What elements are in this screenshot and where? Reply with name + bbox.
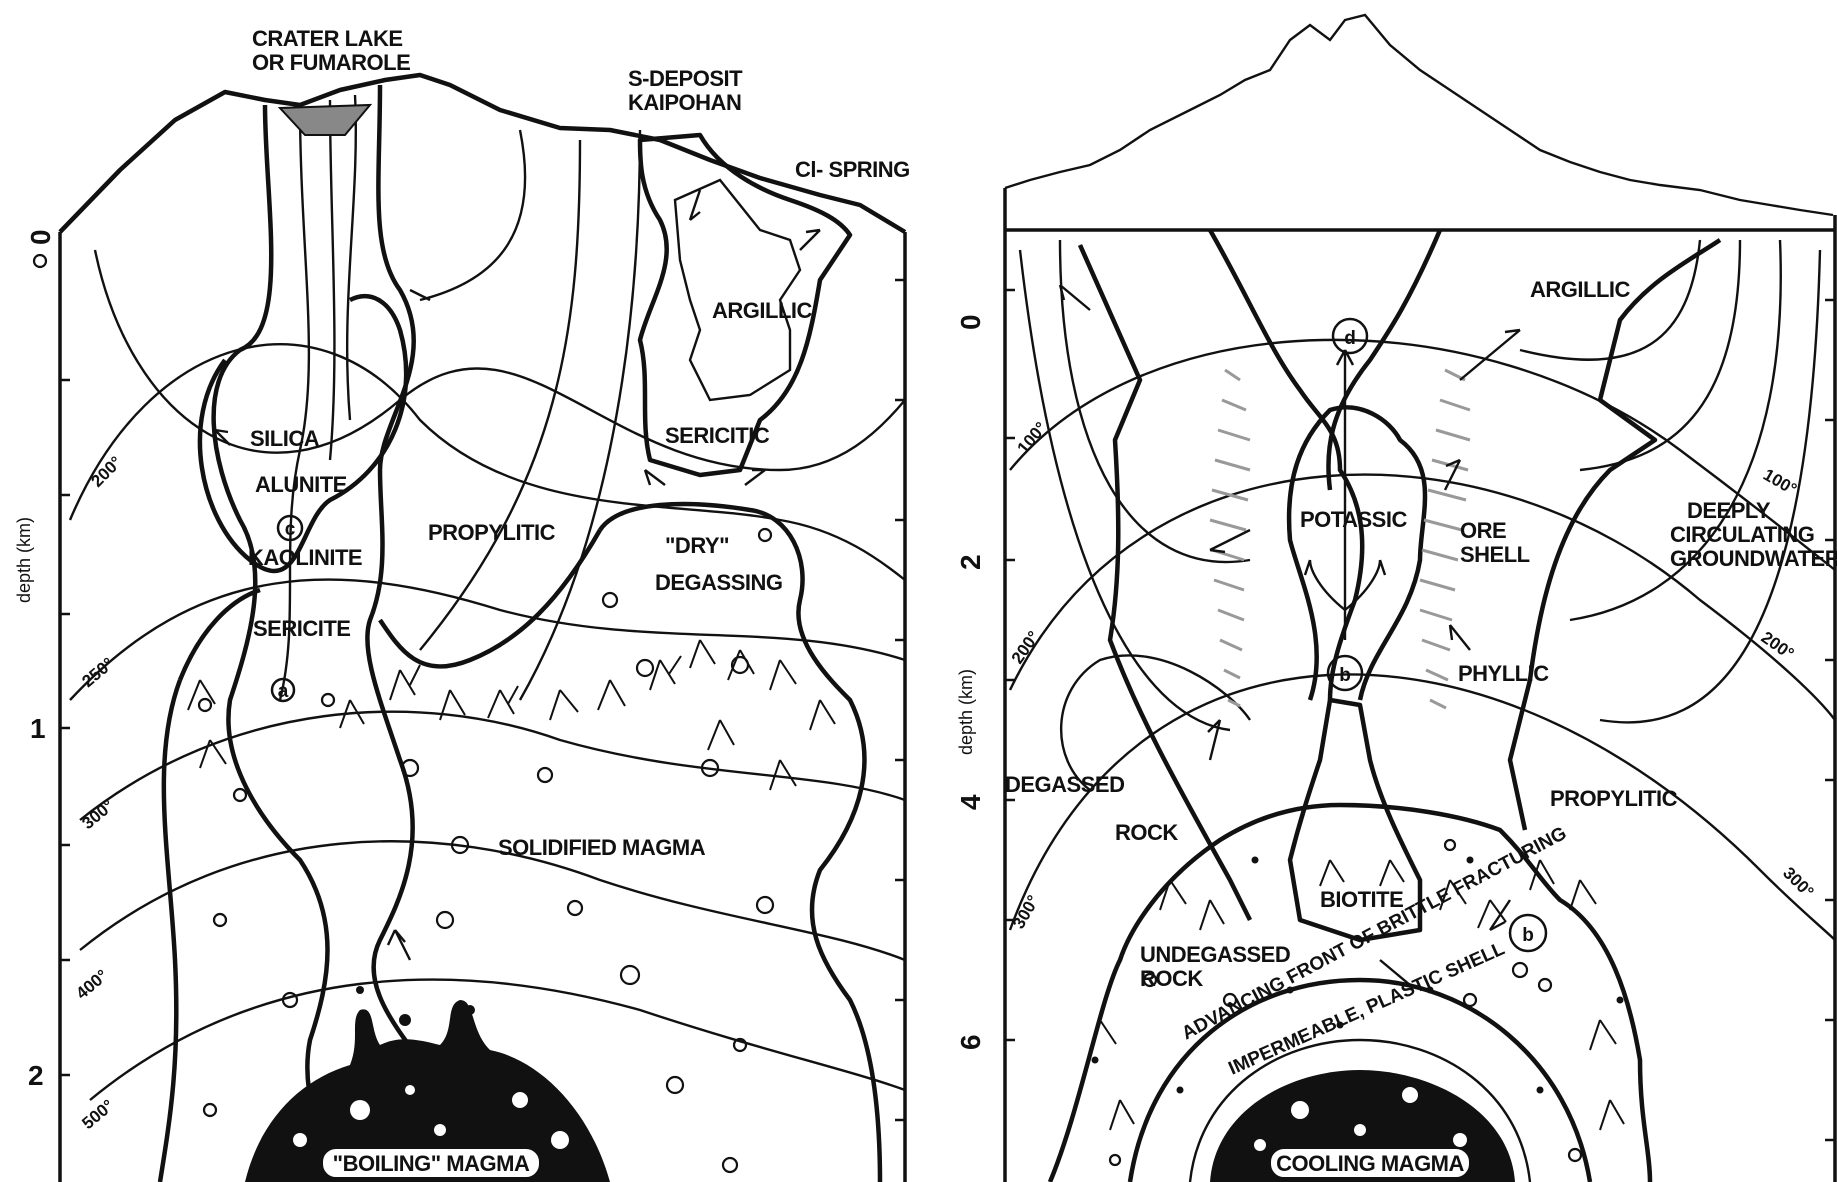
alunite-label: ALUNITE: [255, 472, 347, 497]
right-isotherm-300-left: 300°: [1009, 892, 1043, 932]
left-frame: [60, 232, 905, 1182]
deeply-circulating-label-2: CIRCULATING: [1670, 522, 1814, 547]
sericitic-label: SERICITIC: [665, 423, 770, 448]
dry-label: "DRY": [665, 533, 729, 558]
left-isotherm: [70, 580, 905, 700]
left-isotherm: [80, 841, 905, 960]
left-tick-2: 2: [28, 1060, 44, 1091]
cl-spring-label: Cl- SPRING: [795, 157, 910, 182]
propylitic-label: PROPYLITIC: [428, 520, 556, 545]
right-mountain-peak: [1005, 15, 1833, 215]
crater-lake-label-2: OR FUMAROLE: [252, 50, 410, 75]
ore-shell-label-1: ORE: [1460, 518, 1506, 543]
rock-label: ROCK: [1115, 820, 1178, 845]
right-isotherm-300-right: 300°: [1779, 863, 1817, 901]
right-tick-2: 2: [955, 554, 986, 570]
svg-text:b: b: [1522, 925, 1534, 946]
silica-label: SILICA: [250, 426, 320, 451]
right-tick-4: 4: [955, 794, 986, 810]
left-argillic-inner: [675, 180, 800, 400]
left-conduit-inner: [280, 105, 309, 700]
left-flow-curve: [420, 140, 580, 650]
degassed-label: DEGASSED: [1005, 772, 1124, 797]
left-outer-boundary: [160, 680, 180, 1182]
right-axis-label: depth (km): [956, 669, 976, 755]
svg-text:c: c: [285, 519, 296, 540]
svg-text:b: b: [1339, 665, 1351, 686]
left-flow-curve: [420, 130, 525, 300]
left-isotherm-400: 400°: [72, 966, 111, 1003]
right-potassic-inner: [1289, 407, 1425, 700]
right-argillic-label: ARGILLIC: [1530, 277, 1630, 302]
potassic-label: POTASSIC: [1300, 507, 1407, 532]
left-conduit-inner: [330, 100, 334, 460]
right-flow-curve: [1061, 655, 1250, 790]
phyllic-label: PHYLLIC: [1458, 661, 1549, 686]
left-conduit-inner: [347, 95, 356, 420]
ore-shell-label-2: SHELL: [1460, 542, 1530, 567]
argillic-label: ARGILLIC: [712, 298, 812, 323]
solidified-magma-label: SOLIDIFIED MAGMA: [498, 835, 706, 860]
left-tick-0: 0: [25, 229, 56, 245]
right-tick-0: 0: [955, 314, 986, 330]
right-propylitic-label: PROPYLITIC: [1550, 786, 1678, 811]
right-flow-curve: [1020, 250, 1230, 730]
undegassed-label-2: ROCK: [1140, 966, 1203, 991]
right-isotherm-100-right: 100°: [1760, 465, 1800, 499]
left-isotherm: [80, 712, 905, 820]
left-conduit: [367, 85, 420, 1060]
marker-c: c: [278, 516, 302, 540]
marker-d: d: [1333, 319, 1367, 353]
marker-a: a: [272, 679, 294, 702]
right-isotherm-100-left: 100°: [1014, 418, 1051, 457]
kaolinite-label: KAOLINITE: [248, 545, 362, 570]
right-isotherm-200-left: 200°: [1008, 627, 1044, 667]
boiling-magma-label: "BOILING" MAGMA: [333, 1151, 530, 1176]
left-axis-label: depth (km): [14, 517, 34, 603]
cooling-magma-label: COOLING MAGMA: [1276, 1151, 1464, 1176]
left-conduit: [214, 105, 340, 1182]
s-deposit-label-1: S-DEPOSIT: [628, 66, 743, 91]
svg-text:d: d: [1344, 328, 1356, 349]
right-axis-ticks: [1005, 290, 1835, 1140]
left-isotherm-500: 500°: [78, 1096, 117, 1133]
left-isotherm-200: 200°: [87, 452, 125, 490]
degassing-label: DEGASSING: [655, 570, 783, 595]
left-volcano-surface: [60, 75, 905, 232]
left-tick-1: 1: [30, 713, 46, 744]
left-fractures: [188, 640, 835, 790]
right-flow-curve: [1060, 240, 1250, 562]
right-tick-6: 6: [955, 1034, 986, 1050]
crater-lake-label-1: CRATER LAKE: [252, 26, 403, 51]
right-isotherm-200-right: 200°: [1758, 628, 1798, 664]
left-isotherm-300: 300°: [78, 796, 117, 833]
left-tick-0-group: 0: [25, 229, 56, 245]
undegassed-label-1: UNDEGASSED: [1140, 942, 1290, 967]
deeply-circulating-label-3: GROUNDWATER: [1670, 546, 1837, 571]
biotite-label: BIOTITE: [1320, 887, 1403, 912]
s-deposit-label-2: KAIPOHAN: [628, 90, 741, 115]
left-panel: c a CRATER LAKE OR FUMAROLE S-DEPOSIT KA…: [14, 26, 910, 1182]
sericite-label: SERICITE: [253, 616, 350, 641]
right-panel: d b b ARGILLIC POTASSIC ORE SHELL DEEPLY…: [955, 15, 1837, 1182]
deeply-circulating-label-1: DEEPLY: [1687, 498, 1771, 523]
marker-b-lower: b: [1510, 915, 1546, 951]
svg-text:a: a: [278, 681, 289, 702]
